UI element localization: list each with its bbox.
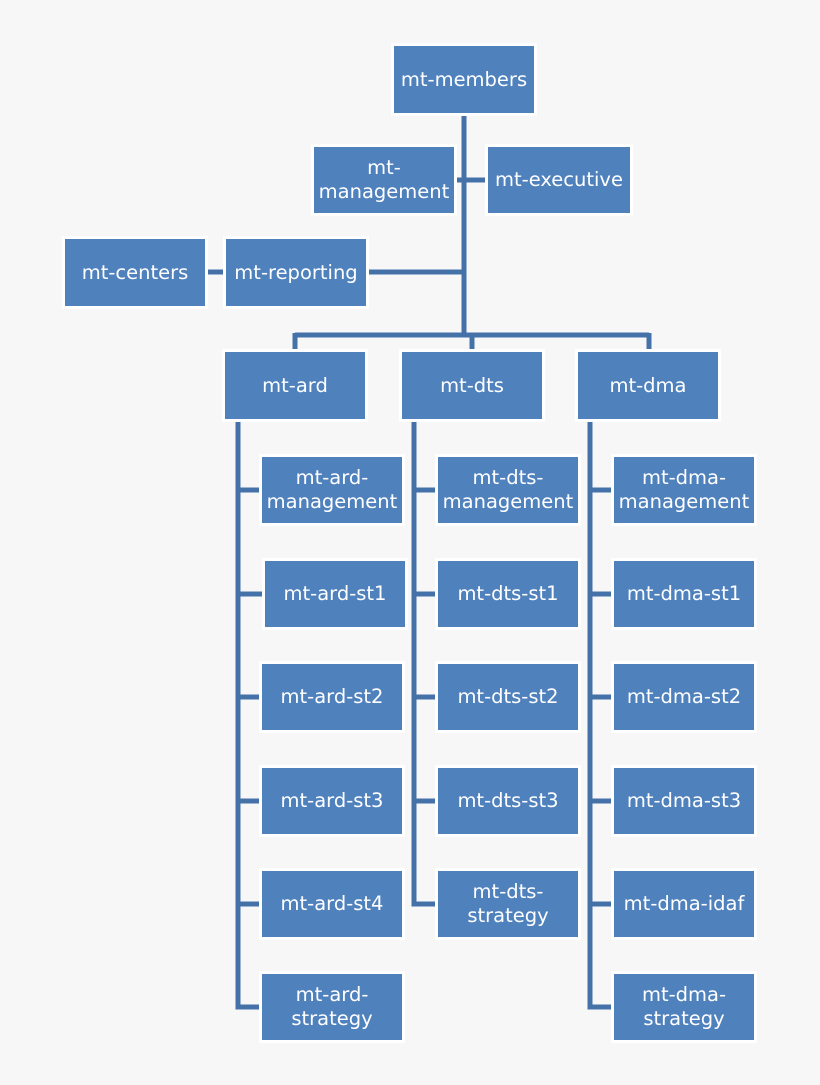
child-label-line1: mt-ard- (295, 466, 369, 489)
child-node-1-1[interactable]: mt-dts-st1 (435, 558, 581, 630)
child-node-0-0[interactable]: mt-ard-management (259, 454, 405, 526)
executive-label: mt-executive (495, 168, 623, 191)
child-label-line2: strategy (643, 1007, 725, 1030)
child-label-line1: mt-ard- (295, 983, 369, 1006)
child-label-line1: mt-dts-st1 (457, 582, 559, 605)
child-label-line1: mt-dts-st3 (457, 789, 559, 812)
child-node-2-1[interactable]: mt-dma-st1 (611, 558, 757, 630)
child-label-line1: mt-ard-st4 (280, 892, 384, 915)
child-label-line1: mt-dma- (641, 983, 727, 1006)
child-label-line2: management (266, 490, 398, 513)
department-node-0[interactable]: mt-ard (222, 349, 368, 422)
child-node-1-2[interactable]: mt-dts-st2 (435, 661, 581, 733)
child-label-line2: strategy (467, 904, 549, 927)
child-node-0-3[interactable]: mt-ard-st3 (259, 765, 405, 837)
reporting-node[interactable]: mt-reporting (223, 236, 369, 309)
management-label-line1: mt- (367, 156, 401, 179)
child-label-line1: mt-dma-st1 (626, 582, 742, 605)
department-label: mt-ard (262, 373, 328, 397)
root-node[interactable]: mt-members (391, 43, 537, 116)
child-node-0-1[interactable]: mt-ard-st1 (262, 558, 408, 630)
child-node-0-5[interactable]: mt-ard-strategy (259, 971, 405, 1043)
child-label-line1: mt-dma- (641, 466, 727, 489)
child-label-line1: mt-dma-st3 (626, 789, 742, 812)
child-node-2-0[interactable]: mt-dma-management (611, 454, 757, 526)
department-node-1[interactable]: mt-dts (399, 349, 545, 422)
child-node-0-4[interactable]: mt-ard-st4 (259, 868, 405, 940)
reporting-label: mt-reporting (234, 260, 358, 284)
executive-node[interactable]: mt-executive (485, 144, 633, 216)
child-node-2-4[interactable]: mt-dma-idaf (611, 868, 757, 940)
child-label-line2: management (442, 490, 574, 513)
child-label-line1: mt-ard-st2 (280, 685, 384, 708)
child-node-2-2[interactable]: mt-dma-st2 (611, 661, 757, 733)
child-label-line1: mt-ard-st3 (280, 789, 384, 812)
child-label-line1: mt-ard-st1 (283, 582, 387, 605)
root-label: mt-members (400, 67, 528, 91)
child-label-line2: strategy (291, 1007, 373, 1030)
child-label-line2: management (618, 490, 750, 513)
child-label-line1: mt-dts-st2 (457, 685, 559, 708)
child-label-line1: mt-dma-idaf (623, 892, 745, 915)
child-label-line1: mt-dts- (472, 466, 544, 489)
child-node-1-3[interactable]: mt-dts-st3 (435, 765, 581, 837)
management-label-line2: management (318, 180, 450, 203)
child-label-line1: mt-dts- (472, 880, 544, 903)
department-label: mt-dma (609, 373, 687, 397)
child-label-line1: mt-dma-st2 (626, 685, 742, 708)
child-node-1-4[interactable]: mt-dts-strategy (435, 868, 581, 940)
department-label: mt-dts (440, 373, 504, 397)
centers-label: mt-centers (81, 260, 189, 284)
management-node[interactable]: mt- management (311, 144, 457, 216)
child-node-1-0[interactable]: mt-dts-management (435, 454, 581, 526)
centers-node[interactable]: mt-centers (62, 236, 208, 309)
child-node-0-2[interactable]: mt-ard-st2 (259, 661, 405, 733)
child-node-2-5[interactable]: mt-dma-strategy (611, 971, 757, 1043)
department-node-2[interactable]: mt-dma (575, 349, 721, 422)
child-node-2-3[interactable]: mt-dma-st3 (611, 765, 757, 837)
